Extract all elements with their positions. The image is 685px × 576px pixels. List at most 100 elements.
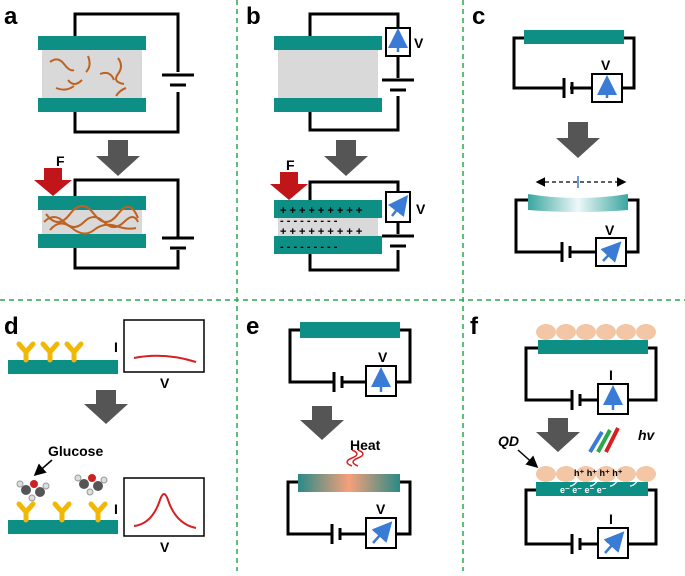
heat-label: Heat <box>350 437 381 453</box>
straight-film <box>524 30 624 44</box>
panel-e-label: e <box>246 313 259 340</box>
glucose-molecules <box>16 474 108 502</box>
holes-label: h⁺ h⁺ h⁺ h⁺ <box>574 468 623 478</box>
panel-a-label: a <box>4 3 18 30</box>
wire <box>286 480 332 536</box>
meter-needle <box>603 531 625 554</box>
heated-film <box>298 474 400 492</box>
conductive-fibers <box>49 55 127 97</box>
electrons-label: e⁻ e⁻ e⁻ e⁻ <box>560 485 607 495</box>
meter-label-bottom: I <box>609 511 613 527</box>
bottom-electrode <box>274 98 382 112</box>
receptors <box>16 341 84 363</box>
axis-x-bottom: V <box>160 539 170 555</box>
meter-label-top: V <box>414 35 424 51</box>
top-electrode <box>38 36 146 50</box>
meter-label-bottom: V <box>376 501 386 517</box>
force-label: F <box>286 157 295 173</box>
meter-label-top: V <box>378 349 388 365</box>
meter-label-bottom: V <box>605 222 615 238</box>
transition-arrow <box>324 140 368 176</box>
charges-mid2: + + + + + + + + + <box>280 226 362 238</box>
heat-icon <box>352 449 364 467</box>
meter-label-bottom: V <box>416 201 426 217</box>
wire <box>628 346 658 402</box>
panel-f-label: f <box>470 313 479 340</box>
elastomer-layer <box>42 48 142 100</box>
force-arrow <box>34 168 72 196</box>
panel-a: a F <box>4 3 194 270</box>
wire <box>288 328 334 384</box>
film <box>300 322 400 338</box>
heat-icon <box>346 449 358 467</box>
wire <box>396 480 412 536</box>
wire <box>308 12 400 38</box>
top-electrode <box>274 200 382 218</box>
force-arrow <box>270 172 308 200</box>
compressed-fibers <box>43 205 139 235</box>
dielectric-layer <box>278 48 378 100</box>
sensor-film <box>8 520 118 534</box>
transition-arrow <box>556 122 600 158</box>
bottom-electrode <box>38 98 146 112</box>
charges-bottom: - - - - - - - - - <box>280 241 338 253</box>
qd-pointer <box>517 449 539 468</box>
quantum-dots <box>536 466 656 482</box>
iv-curve-peak <box>133 493 197 529</box>
wire <box>512 36 564 90</box>
wire <box>626 198 640 254</box>
panel-c-label: c <box>472 3 485 30</box>
transition-arrow <box>84 390 128 424</box>
glucose-pointer <box>33 459 53 476</box>
light-icon <box>588 427 620 454</box>
force-label: F <box>56 153 65 169</box>
meter-label-top: I <box>609 367 613 383</box>
wire <box>73 246 180 270</box>
panel-b-label: b <box>246 3 261 30</box>
charges-mid1: - - - - - - - - - <box>280 215 338 227</box>
wire <box>73 12 180 72</box>
meter-label-top: V <box>601 57 611 73</box>
bottom-electrode <box>274 236 382 254</box>
iv-plot-top <box>123 319 205 373</box>
wire <box>524 488 572 546</box>
sensor-film <box>8 360 118 374</box>
meter-needle <box>387 195 409 217</box>
film <box>538 340 648 354</box>
stretched-film <box>528 194 628 212</box>
panel-e: e V Heat V <box>246 313 412 549</box>
iv-curve-flat <box>133 354 197 363</box>
wire <box>308 180 400 200</box>
panel-f: f I QD hv h⁺ h⁺ h⁺ h⁺ <box>470 313 658 559</box>
wire <box>308 250 400 272</box>
quantum-dots <box>536 324 656 340</box>
glucose-label: Glucose <box>48 443 103 459</box>
wire <box>308 96 400 132</box>
wire <box>73 178 180 238</box>
axis-x-top: V <box>160 375 170 391</box>
wire <box>622 36 636 90</box>
panel-d: d I V Glucose <box>4 313 205 555</box>
meter-needle <box>600 241 622 263</box>
top-electrode <box>38 196 146 210</box>
wire <box>524 346 572 402</box>
transition-arrow <box>536 418 580 452</box>
film <box>536 482 648 496</box>
top-electrode <box>274 36 382 50</box>
receptors-bound <box>16 501 108 523</box>
wire <box>73 92 180 134</box>
wire <box>628 488 658 546</box>
transition-arrow <box>96 140 140 176</box>
hv-label: hv <box>638 427 656 443</box>
wire <box>396 328 412 384</box>
axis-y-top: I <box>114 339 118 355</box>
charges-top: + + + + + + + + + <box>280 205 362 217</box>
charge-transfer-arrows <box>569 479 639 487</box>
transition-arrow <box>300 406 344 440</box>
panel-c: c V V <box>472 3 640 267</box>
qd-label: QD <box>498 433 519 449</box>
axis-y-bottom: I <box>114 501 118 517</box>
